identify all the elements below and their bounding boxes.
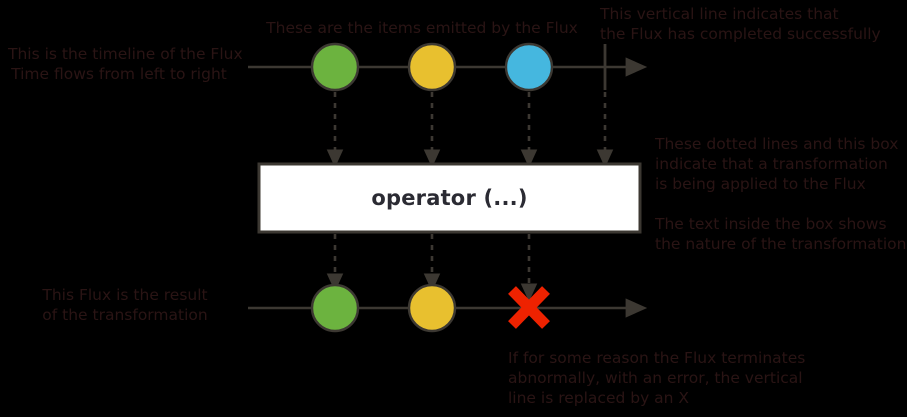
dotted-connectors-out-of-box <box>326 234 538 302</box>
operator-box <box>257 162 642 234</box>
annotation-items-note: These are the items emitted by the Flux <box>266 19 578 37</box>
annotation-timeline-note: This is the timeline of the Flux Time fl… <box>8 45 243 83</box>
annotation-error-note: If for some reason the Flux terminates a… <box>508 349 806 407</box>
source-marble-green <box>310 42 360 92</box>
source-marble-blue <box>504 42 554 92</box>
annotation-transformation-note: These dotted lines and this box indicate… <box>655 135 899 193</box>
annotation-result-note: This Flux is the result of the transform… <box>42 286 208 324</box>
operator-box-label: operator (...) <box>371 186 528 210</box>
dotted-connectors-into-box <box>326 92 614 168</box>
result-marble-yellow <box>407 283 457 333</box>
result-marble-green <box>310 283 360 333</box>
result-flux-timeline <box>248 283 648 333</box>
annotation-box-text-note: The text inside the box shows the nature… <box>655 215 907 253</box>
source-marble-yellow <box>407 42 457 92</box>
error-x-icon <box>508 286 550 329</box>
source-flux-timeline <box>248 42 648 92</box>
annotation-completion-note: This vertical line indicates that the Fl… <box>600 5 881 43</box>
